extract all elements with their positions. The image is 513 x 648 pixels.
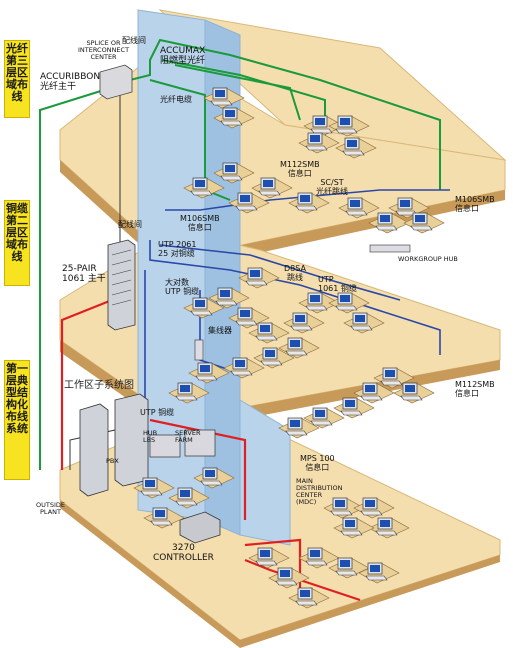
concentrator-label: 集线器 — [208, 326, 232, 335]
server-farm — [149, 429, 216, 458]
m106smb-right-label: M106SMB 信息口 — [455, 195, 495, 213]
work-area-subsystem-label: 工作区子系统图 — [64, 380, 134, 391]
m112smb-top-label: M112SMB 信息口 — [280, 160, 320, 178]
splice-box — [99, 64, 133, 100]
utp1061-label: UTP 1061 铜缆 — [318, 275, 357, 293]
outside-plant-label: OUTSIDE PLANT — [36, 501, 65, 516]
scst-label: SC/ST 光纤跳线 — [316, 178, 348, 196]
workgroup-hub — [369, 244, 411, 253]
wiring-closet-top-label: 配线间 — [122, 36, 146, 45]
controller-3270 — [179, 511, 221, 544]
concentrator — [194, 339, 204, 361]
accumax-label: ACCUMAX 阻燃型光纤 — [160, 46, 206, 66]
main-dist-label: MAIN DISTRIBUTION CENTER (MDC) — [296, 477, 343, 506]
pair25-label: 25-PAIR 1061 主干 — [62, 264, 106, 284]
d8sa-label: D8SA 跳线 — [284, 264, 306, 282]
floor3-label: 光纤第三层区域布线 — [4, 40, 30, 118]
m112smb-mid-label: M112SMB 信息口 — [455, 380, 495, 398]
utp2061-label: UTP 2061 25 对铜缆 — [158, 240, 197, 258]
utp-copper-label: UTP 铜缆 — [140, 408, 175, 417]
floor1-label: 第一层典型结构化布线系统 — [4, 360, 30, 480]
fiber-cable-label: 光纤电缆 — [160, 95, 192, 104]
pbx-rack — [79, 393, 149, 497]
rack-25pair — [107, 239, 136, 331]
pbx-label: PBX — [106, 457, 119, 465]
large-pair-label: 大对数 UTP 铜缆 — [165, 278, 200, 296]
red-cables — [60, 298, 361, 602]
splice-center-label: SPLICE OR INTERCONNECT CENTER — [78, 39, 130, 61]
floor2-label: 铜缆第二层区域布线 — [4, 200, 30, 286]
mps100-label: MPS 100 信息口 — [300, 454, 335, 472]
workgroup-hub-label: WORKGROUP HUB — [398, 255, 458, 263]
wiring-closet-mid-label: 配线间 — [118, 220, 142, 229]
m106smb-left-label: M106SMB 信息口 — [180, 214, 220, 232]
hub-lbs-label: HUB LBS — [143, 429, 158, 444]
accuribbon-label: ACCURIBBON 光纤主干 — [40, 72, 101, 92]
server-farm-label: SERVER FARM — [175, 429, 201, 444]
controller-label: 3270 CONTROLLER — [153, 543, 214, 563]
